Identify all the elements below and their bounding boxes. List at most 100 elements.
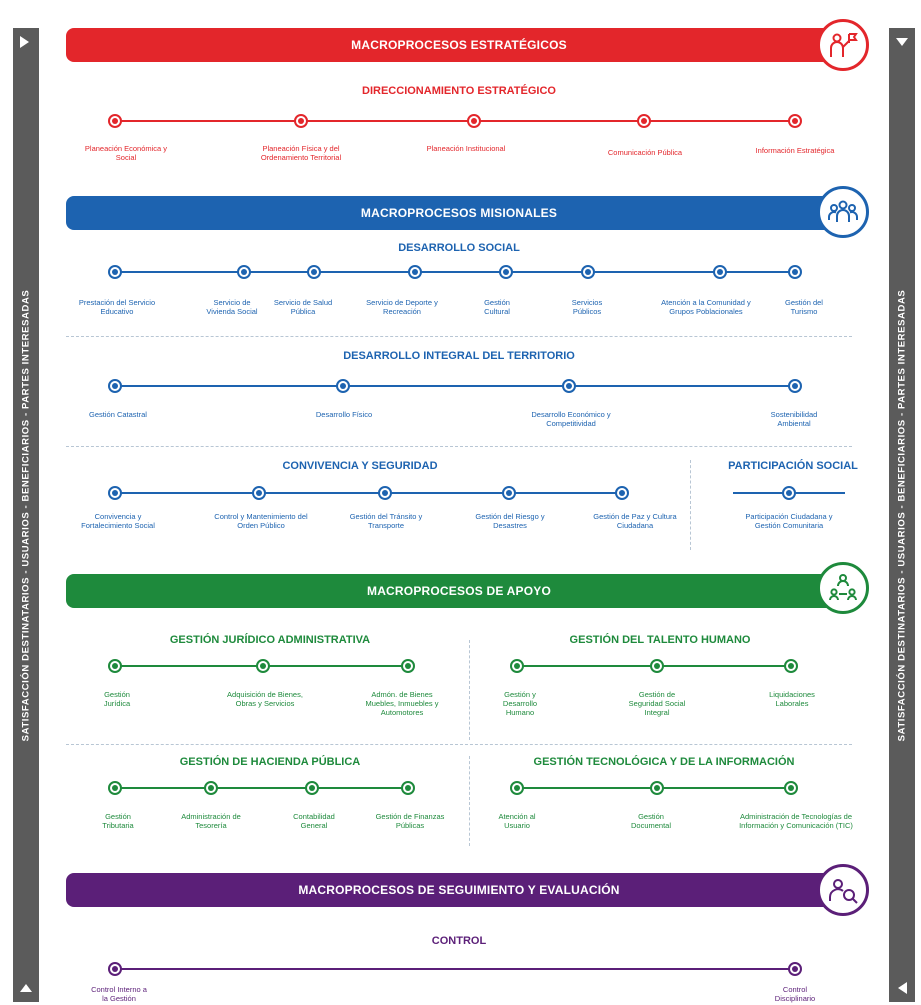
process-node <box>305 781 319 795</box>
process-node <box>108 379 122 393</box>
process-label: Gestión Catastral <box>89 410 147 419</box>
process-node <box>307 265 321 279</box>
group-title-talento: GESTIÓN DEL TALENTO HUMANO <box>569 634 751 646</box>
process-label: Sostenibilidad Ambiental <box>770 410 818 428</box>
banner-apoyo: MACROPROCESOS DE APOYO <box>66 574 852 608</box>
process-line-desarrollo-social <box>115 271 796 273</box>
side-bar-text-left: SATISFACCIÓN DESTINATARIOS - USUARIOS - … <box>20 289 32 741</box>
process-label: Gestión Cultural <box>484 298 510 316</box>
process-label: Gestión de Paz y Cultura Ciudadana <box>593 512 677 530</box>
process-label: Administración de Tecnologías de Informa… <box>739 812 853 830</box>
process-label: Planeación Física y del Ordenamiento Ter… <box>260 144 342 162</box>
process-node <box>108 962 122 976</box>
process-label: Gestión del Turismo <box>785 298 823 316</box>
process-label: Gestión del Tránsito y Transporte <box>349 512 423 530</box>
process-label: Gestión Documental <box>630 812 672 830</box>
group-title-juridico: GESTIÓN JURÍDICO ADMINISTRATIVA <box>169 634 371 646</box>
section-divider-vertical <box>469 640 470 740</box>
evaluation-magnifier-icon <box>817 864 869 916</box>
process-line-control <box>115 968 796 970</box>
process-node <box>499 265 513 279</box>
process-node <box>562 379 576 393</box>
process-label: Convivencia y Fortalecimiento Social <box>81 512 155 530</box>
process-line-territorio <box>115 385 796 387</box>
process-label: Control Interno a la Gestión <box>91 985 147 1003</box>
process-node <box>650 781 664 795</box>
process-label: Liquidaciones Laborales <box>769 690 815 708</box>
process-label: Servicio de Salud Pública <box>273 298 333 316</box>
process-label: Planeación Institucional <box>426 144 506 153</box>
process-label: Gestión de Seguridad Social Integral <box>628 690 686 717</box>
process-label: Servicios Públicos <box>571 298 603 316</box>
process-node <box>401 659 415 673</box>
process-node <box>650 659 664 673</box>
process-node <box>401 781 415 795</box>
side-bar-text-right: SATISFACCIÓN DESTINATARIOS - USUARIOS - … <box>896 289 908 741</box>
strategy-flag-person-icon <box>817 19 869 71</box>
banner-seguimiento: MACROPROCESOS DE SEGUIMIENTO Y EVALUACIÓ… <box>66 873 852 907</box>
section-divider <box>66 744 852 745</box>
section-divider-vertical <box>469 756 470 846</box>
group-title-territorio: DESARROLLO INTEGRAL DEL TERRITORIO <box>343 350 575 362</box>
process-node <box>237 265 251 279</box>
process-node <box>108 486 122 500</box>
process-label: Servicio de Vivienda Social <box>206 298 258 316</box>
banner-apoyo-label: MACROPROCESOS DE APOYO <box>367 584 551 598</box>
banner-estrategicos-label: MACROPROCESOS ESTRATÉGICOS <box>351 38 567 52</box>
process-label: Atención a la Comunidad y Grupos Poblaci… <box>661 298 751 316</box>
banner-misionales-label: MACROPROCESOS MISIONALES <box>360 206 558 220</box>
section-divider <box>66 336 852 337</box>
group-title-hacienda: GESTIÓN DE HACIENDA PÚBLICA <box>179 756 361 768</box>
process-node <box>502 486 516 500</box>
process-label: Prestación del Servicio Educativo <box>78 298 156 316</box>
process-node <box>408 265 422 279</box>
process-node <box>788 265 802 279</box>
process-label: Gestión Tributaria <box>102 812 134 830</box>
process-node <box>467 114 481 128</box>
process-label: Gestión de Finanzas Públicas <box>375 812 445 830</box>
process-node <box>108 265 122 279</box>
process-node <box>788 962 802 976</box>
process-label: Admón. de Bienes Muebles, Inmuebles y Au… <box>365 690 439 717</box>
right-side-bar: SATISFACCIÓN DESTINATARIOS - USUARIOS - … <box>889 28 915 1002</box>
process-label: Gestión Jurídica <box>103 690 131 708</box>
process-node <box>581 265 595 279</box>
process-label: Atención al Usuario <box>498 812 536 830</box>
banner-estrategicos: MACROPROCESOS ESTRATÉGICOS <box>66 28 852 62</box>
process-line-convivencia <box>115 492 623 494</box>
process-node <box>108 114 122 128</box>
group-title-desarrollo-social: DESARROLLO SOCIAL <box>398 242 520 254</box>
process-label: Participación Ciudadana y Gestión Comuni… <box>745 512 833 530</box>
team-network-icon <box>817 562 869 614</box>
process-node <box>782 486 796 500</box>
banner-seguimiento-label: MACROPROCESOS DE SEGUIMIENTO Y EVALUACIÓ… <box>298 883 620 897</box>
arrow-right-icon <box>20 36 29 48</box>
process-node <box>204 781 218 795</box>
arrow-up-icon <box>20 984 32 992</box>
process-label: Control Disciplinario <box>774 985 816 1003</box>
process-node <box>108 781 122 795</box>
process-node <box>252 486 266 500</box>
process-node <box>784 781 798 795</box>
left-side-bar: SATISFACCIÓN DESTINATARIOS - USUARIOS - … <box>13 28 39 1002</box>
process-node <box>713 265 727 279</box>
people-group-icon <box>817 186 869 238</box>
process-node <box>108 659 122 673</box>
group-title-tecnologica: GESTIÓN TECNOLÓGICA Y DE LA INFORMACIÓN <box>533 756 795 768</box>
process-node <box>510 659 524 673</box>
section-divider-vertical <box>690 460 691 550</box>
process-line-hacienda <box>115 787 409 789</box>
process-label: Gestión del Riesgo y Desastres <box>475 512 545 530</box>
process-label: Administración de Tesorería <box>181 812 241 830</box>
process-line-direccionamiento <box>114 120 797 122</box>
process-label: Servicio de Deporte y Recreación <box>366 298 438 316</box>
process-node <box>615 486 629 500</box>
process-node <box>510 781 524 795</box>
process-label: Desarrollo Físico <box>315 410 373 419</box>
process-node <box>788 114 802 128</box>
group-title-control: CONTROL <box>431 935 487 947</box>
process-label: Contabilidad General <box>293 812 335 830</box>
process-node <box>294 114 308 128</box>
group-title-participacion: PARTICIPACIÓN SOCIAL <box>728 460 858 472</box>
process-label: Adquisición de Bienes, Obras y Servicios <box>227 690 303 708</box>
